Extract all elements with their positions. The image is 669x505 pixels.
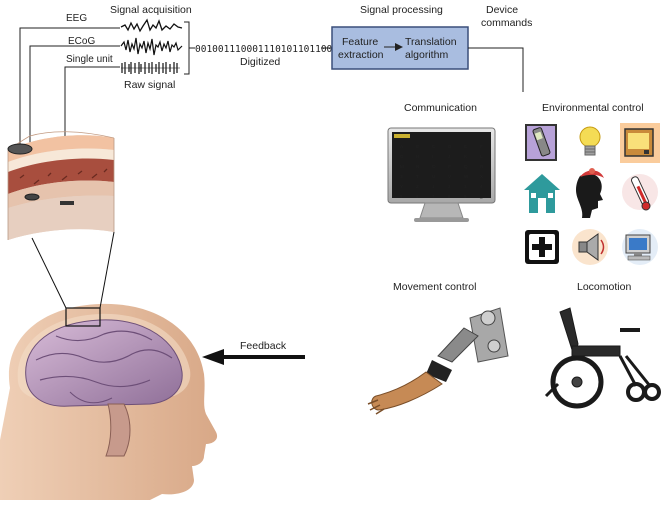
eeg-label: EEG [66,13,87,24]
speller-letter: 7 [432,194,435,199]
raw-signal-label: Raw signal [124,79,175,91]
speller-letter: M [400,164,404,169]
speller-letter: D [448,144,452,149]
speller-letter: _ [479,194,483,199]
feedback-label: Feedback [240,340,287,352]
single-unit-electrode [60,201,74,205]
speller-letter: W [464,174,469,179]
speller-letter: Z [416,184,419,189]
feedback-arrow-head [202,349,224,365]
speller-letter: C [432,144,436,149]
device-commands-label-line2: commands [481,17,532,29]
ecog-waveform [120,37,183,56]
prosthetic-arm [367,307,509,415]
speller-letter: 4 [480,184,483,189]
processing-box [331,26,469,70]
speller-letter: A [400,144,403,149]
speller-grid: A B C D E F G H I J K L M N O P Q R S T U V W X Y Z 1 2 3 4 5 6 7 8 9 _ [400,144,484,199]
speller-letter: T [416,174,419,179]
speller-letter: 8 [448,194,451,199]
speller-letter: I [432,154,433,159]
phone-icon [525,124,557,161]
single-unit-spike-train [121,62,180,74]
speller-letter: P [448,164,451,169]
signal-acquisition-label: Signal acquisition [110,4,192,16]
wheelchair [544,307,661,409]
speller-letter: Q [464,164,468,169]
house-icon [524,174,560,213]
speller-letter: S [400,174,403,179]
speller-letter: B [416,144,419,149]
zoom-region [65,307,101,327]
brain [25,319,183,457]
digitized-bitstream: 001001110001110101101100 [195,44,333,55]
eeg-wire [19,27,120,148]
feature-extraction-line2: extraction [338,49,384,61]
signal-bracket [184,21,195,75]
speller-letter: G [400,154,404,159]
speller-letter: 5 [400,194,403,199]
speller-letter: N [416,164,419,169]
tv-icon [620,123,660,163]
ecog-label: ECoG [68,36,95,47]
speaker-icon [572,229,608,265]
speller-letter: L [480,154,483,159]
feature-extraction-line1: Feature [342,36,378,48]
signal-processing-label: Signal processing [360,4,443,16]
speller-letter: 2 [448,184,451,189]
translation-algorithm-line1: Translation [405,36,457,48]
speller-letter: V [448,174,451,179]
eeg-electrode [7,143,33,155]
speller-letter: U [432,174,435,179]
locomotion-label: Locomotion [577,281,631,293]
environmental-icons [524,123,660,265]
eeg-waveform [120,18,183,33]
speller-letter: H [416,154,419,159]
speller-letter: 1 [432,184,435,189]
environmental-control-label: Environmental control [542,102,644,114]
speller-letter: F [480,144,483,149]
thermometer-icon [622,174,658,211]
device-commands-label-line1: Device [486,4,518,16]
movement-control-label: Movement control [393,281,476,293]
translation-algorithm-line2: algorithm [405,49,448,61]
digitized-label: Digitized [240,56,280,68]
zoom-lines [31,231,115,309]
plus-icon [525,230,559,264]
speller-letter: J [448,154,450,159]
speller-letter: 9 [464,194,467,199]
speller-letter: X [480,174,483,179]
computer-icon [622,229,658,265]
speller-letter: E [464,144,467,149]
speller-letter: K [464,154,467,159]
ecog-electrode [24,193,40,201]
single-unit-label: Single unit [66,54,113,65]
speller-letter: Y [400,184,403,189]
speller-letter: R [480,164,484,169]
speller-letter: O [432,164,436,169]
speller-letter: 3 [464,184,467,189]
device-commands-connector [468,47,524,92]
cortex-cross-section [7,131,115,240]
head-icon [576,168,604,218]
speller-letter: 6 [416,194,419,199]
speller-monitor [387,127,496,222]
communication-label: Communication [404,102,477,114]
lightbulb-icon [579,126,601,156]
